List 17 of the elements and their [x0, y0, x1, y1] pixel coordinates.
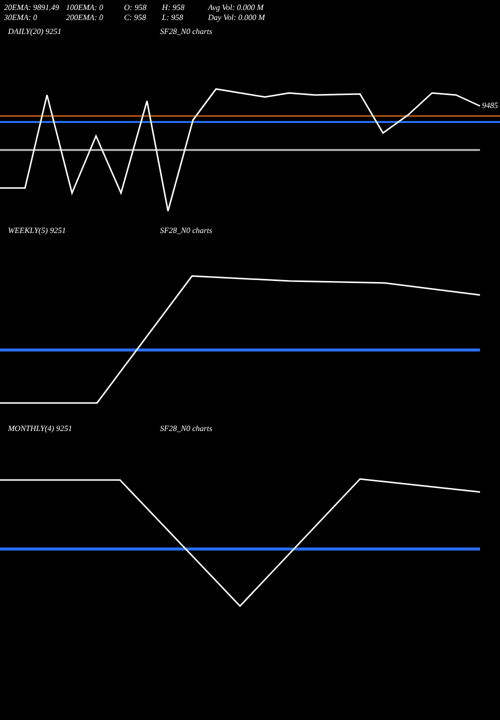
chart-title: SF28_N0 charts — [160, 424, 212, 433]
stat-text: O: 958 — [124, 3, 146, 12]
stat-text: 100EMA: 0 — [66, 3, 104, 12]
stat-text: Day Vol: 0.000 M — [208, 13, 265, 22]
stat-text: L: 958 — [162, 13, 184, 22]
chart-title: SF28_N0 charts — [160, 27, 212, 36]
stat-text: 20EMA: 9891.49 — [4, 3, 60, 12]
chart-title: DAILY(20) 9251 — [8, 27, 62, 36]
stat-text: 200EMA: 0 — [66, 13, 104, 22]
stat-text: H: 958 — [162, 3, 184, 12]
price-label: 9485 — [482, 101, 498, 110]
stat-text: Avg Vol: 0.000 M — [208, 3, 264, 12]
chart-title: WEEKLY(5) 9251 — [8, 226, 66, 235]
chart-title: SF28_N0 charts — [160, 226, 212, 235]
stat-text: C: 958 — [124, 13, 146, 22]
stat-text: 30EMA: 0 — [4, 13, 38, 22]
chart-title: MONTHLY(4) 9251 — [8, 424, 72, 433]
